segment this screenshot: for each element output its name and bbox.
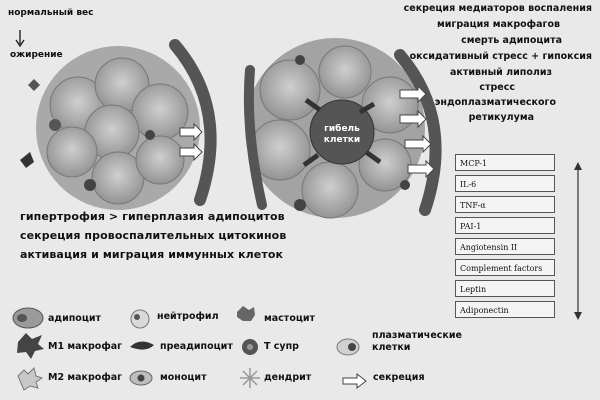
mediator-box: PAI-1 [455,217,555,234]
mediator-box: Angiotensin II [455,238,555,255]
legend-m2-macrophage: М2 макрофаг [48,372,123,383]
legend-preadipocyte: преадипоцит [160,341,233,352]
process-line-4: оксидативный стресс + гипоксия [409,51,592,62]
mediator-box: MCP-1 [455,154,555,171]
left-tissue-cluster [20,39,217,210]
normal-weight-label: нормальный вес [8,8,94,18]
legend-m1-macrophage: М1 макрофаг [48,341,123,352]
mediator-box: TNF-α [455,196,555,213]
hypertrophy-text: гипертрофия > гиперплазия адипоцитов [20,210,285,223]
immune-migration-text: активация и миграция иммунных клеток [20,248,284,261]
mediator-box: Adiponectin [455,301,555,318]
process-line-5: активный липолиз [450,67,552,78]
mediator-box: IL-6 [455,175,555,192]
legend-adipocyte: адипоцит [48,313,102,324]
mediator-box: Complement factors [455,259,555,276]
cell-death-label: гибель клетки [318,124,366,146]
process-line-1: секреция медиаторов воспаления [403,3,592,14]
legend-icons [12,306,367,391]
legend-neutrophil: нейтрофил [157,311,219,322]
mediator-gradient-arrow [574,162,582,320]
legend-plasma-cells: плазматические клетки [372,330,462,353]
legend-monocyte: моноцит [160,372,207,383]
cell-death-line-2: клетки [323,135,361,145]
down-arrow-icon [15,30,25,48]
legend-secretion: секреция [373,372,425,383]
process-line-7: эндоплазматического [434,97,556,108]
process-line-2: миграция макрофагов [437,19,560,30]
process-line-8: ретикулума [468,112,534,123]
legend-t-supp: Т супр [264,341,299,352]
process-line-6: стресс [479,82,515,93]
obesity-label: ожирение [10,50,63,60]
legend-dendrite: дендрит [264,372,312,383]
cell-death-line-1: гибель [324,124,360,134]
legend-mast-cell: мастоцит [264,313,316,324]
mediator-box: Leptin [455,280,555,297]
secretion-arrows [179,84,435,179]
cytokine-secretion-text: секреция провоспалительных цитокинов [20,229,287,242]
process-line-3: смерть адипоцита [461,35,562,46]
